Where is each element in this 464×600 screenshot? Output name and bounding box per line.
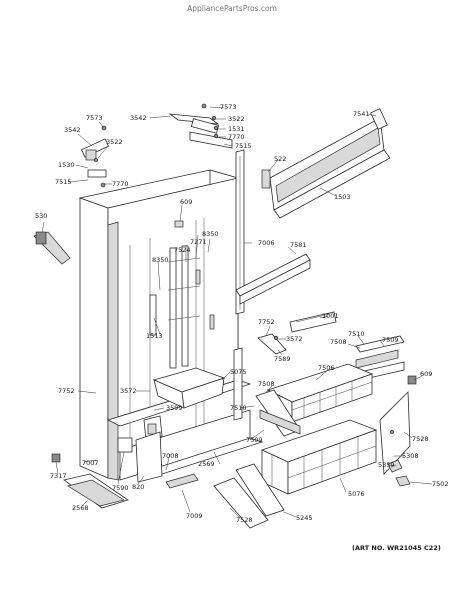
callout-5075: 5075 — [230, 368, 247, 376]
callout-8350b: 8350 — [152, 256, 169, 264]
callout-5245: 5245 — [296, 514, 313, 522]
callout-3522a: 3522 — [106, 138, 123, 146]
callout-7573a: 7573 — [86, 114, 103, 122]
crisper-pan — [152, 367, 226, 409]
callout-7006: 7006 — [258, 239, 275, 247]
callout-609b: 609 — [420, 370, 432, 378]
callout-1531: 1531 — [228, 125, 245, 133]
callout-7510b: 7510 — [230, 404, 247, 412]
center-mullion-strip — [233, 149, 245, 421]
callout-7770a: 7770 — [112, 180, 129, 188]
callout-1503: 1503 — [334, 193, 351, 201]
callout-7509b: 7509 — [246, 436, 263, 444]
callout-7009: 7009 — [186, 512, 203, 520]
callout-7770b: 7770 — [228, 133, 245, 141]
callout-7752a: 7752 — [258, 318, 275, 326]
callout-820: 820 — [132, 483, 144, 491]
callout-labels: 7573 3542 3522 1530 7515 7770 530 3542 7… — [35, 103, 449, 524]
callout-5308: 5308 — [402, 452, 419, 460]
lower-hinge-bracket — [33, 231, 71, 265]
callout-2568: 2568 — [72, 504, 89, 512]
callout-7581: 7581 — [290, 241, 307, 249]
top-left-hinge-assembly — [80, 125, 110, 188]
callout-7541: 7541 — [353, 110, 370, 118]
callout-7508a: 7508 — [330, 338, 347, 346]
callout-1530: 1530 — [58, 161, 75, 169]
callout-7508b: 7508 — [258, 380, 275, 388]
callout-7590: 7590 — [112, 484, 129, 492]
callout-8350a: 8350 — [202, 230, 219, 238]
callout-5076: 5076 — [348, 490, 365, 498]
callout-7528a: 7528 — [412, 435, 429, 443]
watermark-text: AppliancePartsPros.com — [187, 4, 277, 13]
callout-522: 522 — [274, 155, 286, 163]
art-number-text: (ART NO. WR21045 C22) — [352, 544, 441, 552]
callout-1513: 1513 — [146, 332, 163, 340]
callout-3542a: 3542 — [64, 126, 81, 134]
callout-7506: 7506 — [318, 364, 335, 372]
callout-3542b: 3542 — [130, 114, 147, 122]
callout-7573b: 7573 — [220, 103, 237, 111]
callout-5359: 5359 — [378, 461, 395, 469]
callout-530: 530 — [35, 212, 47, 220]
horizontal-rail — [235, 253, 311, 305]
slide-bracket — [257, 333, 287, 355]
bottom-components — [51, 437, 285, 529]
callout-3572a: 3572 — [286, 335, 303, 343]
callout-2569: 2569 — [198, 460, 215, 468]
drawer-front-panel — [261, 108, 391, 219]
lower-left-rails — [255, 389, 301, 437]
right-side-panel — [379, 375, 417, 487]
callout-3572b: 3572 — [120, 387, 137, 395]
callout-7502: 7502 — [432, 480, 449, 488]
callout-7528b: 7528 — [236, 516, 253, 524]
control-housing — [135, 415, 163, 483]
callout-609a: 609 — [180, 198, 192, 206]
callout-7008: 7008 — [162, 452, 179, 460]
lower-wire-basket — [260, 419, 378, 495]
callout-7509a: 7509 — [382, 336, 399, 344]
callout-7510a: 7510 — [348, 330, 365, 338]
callout-1001: 1001 — [322, 312, 339, 320]
callout-7515b: 7515 — [235, 142, 252, 150]
callout-7007: 7007 — [82, 459, 99, 467]
callout-7515a: 7515 — [55, 178, 72, 186]
callout-7317: 7317 — [50, 472, 67, 480]
top-center-hinge-assembly — [168, 103, 233, 149]
callout-7524: 7524 — [174, 246, 191, 254]
callout-7752b: 7752 — [58, 387, 75, 395]
leader-lines — [41, 106, 433, 519]
refrigerator-cabinet — [78, 169, 264, 481]
callout-3599: 3599 — [166, 404, 183, 412]
callout-3522b: 3522 — [228, 115, 245, 123]
callout-7589: 7589 — [274, 355, 291, 363]
callout-7271: 7271 — [190, 238, 207, 246]
